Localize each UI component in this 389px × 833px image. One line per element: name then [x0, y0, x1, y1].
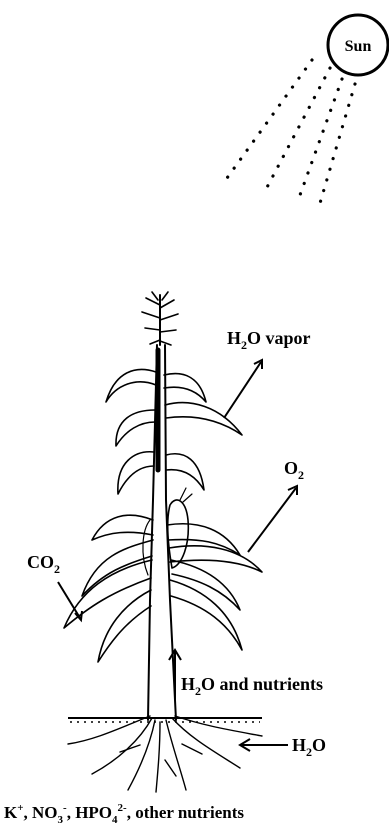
sun-ray — [262, 66, 332, 195]
stalk — [147, 344, 177, 721]
tassel — [141, 291, 179, 346]
sun-ray — [220, 58, 314, 187]
leaves-left — [63, 368, 157, 663]
sun-label: Sun — [345, 38, 372, 55]
roots — [67, 715, 263, 793]
arrows — [57, 358, 298, 752]
sun-ray — [298, 77, 344, 197]
corn-plant-icon — [63, 291, 263, 793]
h2o-label: H2O — [292, 735, 326, 759]
h2o-nutrients-label: H2O and nutrients — [181, 674, 323, 698]
leaves-right — [163, 372, 263, 651]
o2-label: O2 — [284, 458, 304, 482]
o2-arrow — [247, 487, 297, 553]
vapor-arrow — [223, 361, 262, 419]
h2o-vapor-label: H2O vapor — [227, 328, 311, 352]
corn-ear — [142, 487, 193, 576]
sun-icon: Sun — [326, 13, 389, 77]
co2-arrow — [57, 581, 81, 619]
sun-ray — [316, 82, 357, 212]
sun-rays — [220, 58, 357, 212]
co2-label: CO2 — [27, 552, 60, 576]
ions-label: K+, NO3-, HPO42-, other nutrients — [4, 802, 244, 826]
soil-line — [68, 717, 262, 723]
